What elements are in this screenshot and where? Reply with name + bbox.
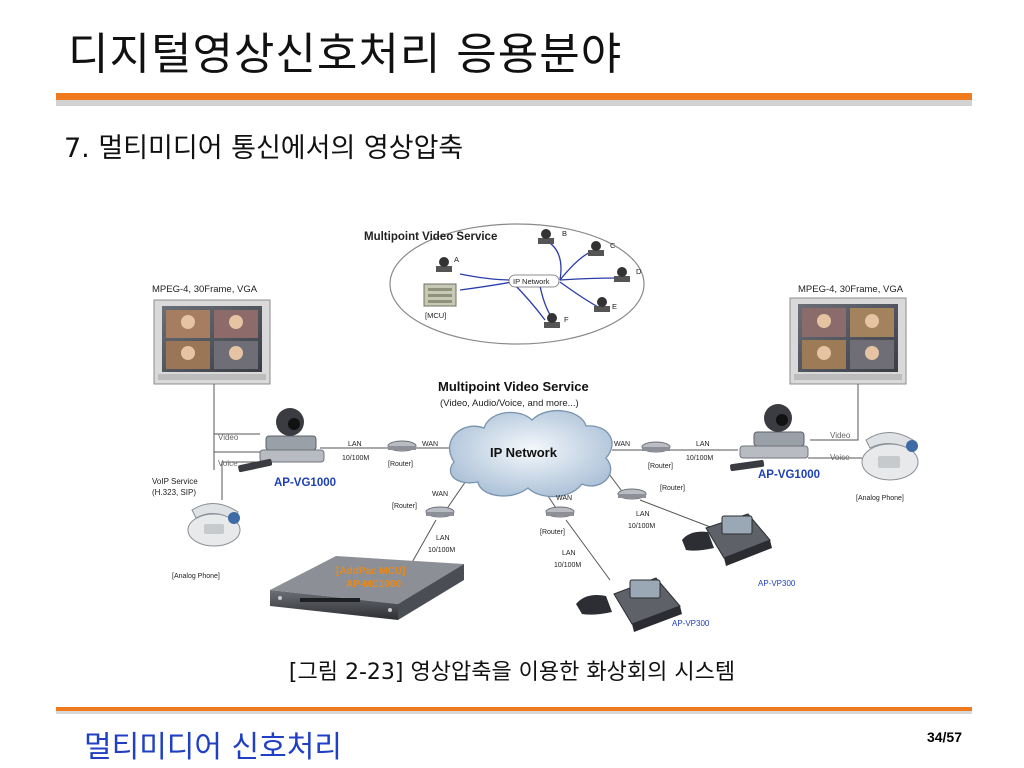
figure-caption: [그림 2-23] 영상압축을 이용한 화상회의 시스템 — [288, 660, 736, 685]
footer-rule-shadow — [56, 711, 972, 714]
lan-label: LAN — [436, 535, 450, 542]
node-c-label: C — [610, 241, 616, 250]
lan-label: LAN — [348, 441, 362, 448]
vp300-phone-icon — [682, 513, 772, 566]
right-voice-label: Voice — [830, 453, 850, 462]
title-rule-shadow — [56, 100, 972, 106]
right-monitor-caption: MPEG-4, 30Frame, VGA — [798, 284, 904, 295]
top-mcu-label: [MCU] — [425, 311, 446, 320]
mcu-model-label: AP-MC1000 — [346, 579, 401, 590]
router-label: [Router] — [648, 463, 673, 470]
left-analog-phone-icon — [187, 503, 241, 547]
vp300-label: AP-VP300 — [758, 579, 796, 588]
lan-speed-label: 10/100M — [628, 523, 655, 530]
wan-label: WAN — [422, 441, 438, 448]
vp300-phone-icon — [576, 577, 682, 632]
node-f-camera-icon — [544, 313, 560, 328]
page-number: 34/57 — [926, 729, 962, 745]
left-camera-icon — [259, 408, 325, 463]
main-service-subtitle: (Video, Audio/Voice, and more...) — [440, 398, 579, 409]
lan-label: LAN — [696, 441, 710, 448]
footer-rule — [56, 707, 972, 711]
slide-title: 디지털영상신호처리 응용분야 — [68, 29, 623, 80]
slide-subtitle: 7. 멀티미디어 통신에서의 영상압축 — [64, 133, 464, 164]
voip-service-label: VoIP Service — [152, 477, 198, 486]
ip-network-cloud — [448, 410, 613, 498]
lan-speed-label: 10/100M — [686, 455, 713, 462]
router-icon — [387, 440, 417, 452]
node-b-camera-icon — [538, 229, 554, 244]
wan-label: WAN — [614, 441, 630, 448]
main-service-title: Multipoint Video Service — [438, 379, 589, 394]
top-ip-network-pill — [508, 274, 560, 288]
router-label: [Router] — [392, 503, 417, 510]
left-device-label: AP-VG1000 — [274, 477, 336, 489]
left-voice-label: Voice — [218, 459, 238, 468]
node-e-label: E — [612, 302, 617, 311]
lan-speed-label: 10/100M — [554, 562, 581, 569]
wan-label: WAN — [556, 495, 572, 502]
left-video-label: Video — [218, 433, 239, 442]
left-monitor-caption: MPEG-4, 30Frame, VGA — [152, 284, 258, 295]
router-icon — [641, 441, 671, 453]
top-ip-network-label: IP Network — [513, 277, 550, 286]
lan-label: LAN — [636, 511, 650, 518]
footer-title: 멀티미디어 신호처리 — [84, 730, 342, 765]
left-phone-label: [Analog Phone] — [172, 573, 220, 580]
lan-speed-label: 10/100M — [342, 455, 369, 462]
right-phone-label: [Analog Phone] — [856, 495, 904, 502]
router-icon — [617, 488, 647, 500]
left-remote-icon — [238, 458, 273, 473]
node-d-camera-icon — [614, 267, 630, 282]
node-a-label: A — [454, 255, 459, 264]
voip-protocol-label: (H.323, SIP) — [152, 488, 196, 497]
title-rule — [56, 93, 972, 100]
left-monitor-icon — [153, 299, 271, 385]
top-service-title: Multipoint Video Service — [364, 231, 497, 243]
router-label: [Router] — [540, 529, 565, 536]
video-conference-diagram: Multipoint Video Service IP Network [MCU… — [152, 223, 919, 632]
wan-label: WAN — [432, 491, 448, 498]
node-b-label: B — [562, 229, 567, 238]
node-e-camera-icon — [594, 297, 610, 312]
right-video-label: Video — [830, 431, 851, 440]
top-service-cloud: Multipoint Video Service IP Network [MCU… — [364, 223, 645, 345]
router-icon — [545, 506, 575, 518]
lan-speed-label: 10/100M — [428, 547, 455, 554]
right-camera-icon — [739, 404, 809, 459]
node-c-camera-icon — [588, 241, 604, 256]
vp300-label: AP-VP300 — [672, 619, 710, 628]
mcu-device-label: [AddPac MCU] — [336, 566, 405, 577]
lan-label: LAN — [562, 550, 576, 557]
right-remote-icon — [730, 459, 765, 472]
ip-network-label: IP Network — [490, 445, 558, 460]
mcu-rack-icon — [270, 556, 464, 620]
top-mcu-icon — [423, 283, 457, 307]
node-d-label: D — [636, 267, 642, 276]
router-label: [Router] — [660, 485, 685, 492]
right-analog-phone-icon — [861, 432, 919, 481]
router-icon — [425, 506, 455, 518]
right-monitor-icon — [789, 297, 907, 385]
right-device-label: AP-VG1000 — [758, 469, 820, 481]
node-f-label: F — [564, 315, 569, 324]
router-label: [Router] — [388, 461, 413, 468]
node-a-camera-icon — [436, 257, 452, 272]
